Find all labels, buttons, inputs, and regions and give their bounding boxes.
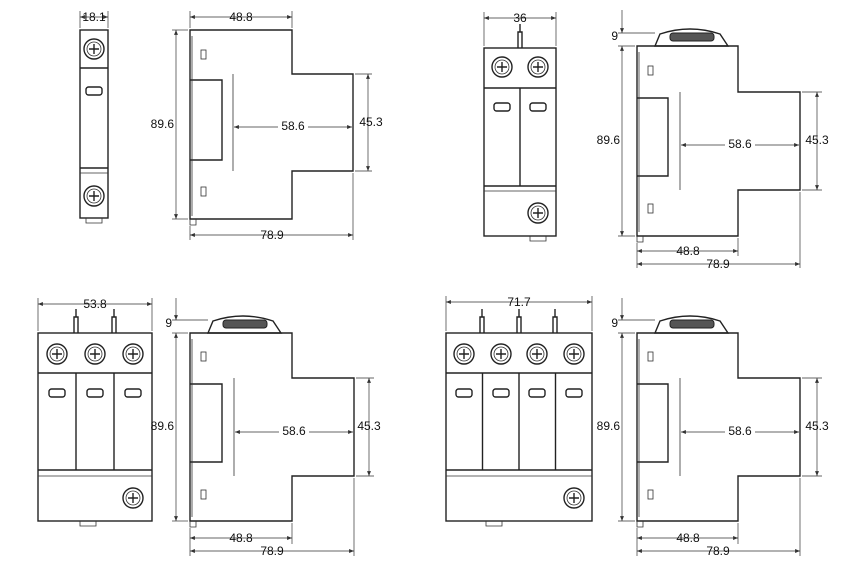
dim-depth-4p: 78.9 xyxy=(706,544,730,558)
dim-grip-2p: 9 xyxy=(611,29,618,43)
dim-width-2p: 36 xyxy=(513,11,527,25)
dim-front-height-2p: 45.3 xyxy=(805,133,829,147)
side-view-4p: 9 89.6 58.6 45.3 48.8 78.9 xyxy=(597,298,829,558)
dim-depth-3p: 78.9 xyxy=(260,544,284,558)
front-view-4p: 71.7 xyxy=(445,295,593,527)
dim-body-width-1p: 48.8 xyxy=(229,10,253,24)
dim-depth-2p: 78.9 xyxy=(706,257,730,271)
dim-front-depth-3p: 58.6 xyxy=(282,424,306,438)
side-view-3p: 9 89.6 58.6 45.3 48.8 78.9 xyxy=(151,298,381,558)
dim-height-1p: 89.6 xyxy=(151,117,175,131)
front-view-3p: 53.8 xyxy=(37,297,153,527)
side-view-2p: 9 89.6 58.6 45.3 48.8 78.9 xyxy=(597,10,829,271)
dim-body-width-4p: 48.8 xyxy=(676,531,700,545)
dim-front-height-3p: 45.3 xyxy=(357,419,381,433)
dim-width-3p: 53.8 xyxy=(83,297,107,311)
dim-body-width-3p: 48.8 xyxy=(229,531,253,545)
dim-width-4p: 71.7 xyxy=(507,295,531,309)
dim-front-depth-1p: 58.6 xyxy=(281,119,305,133)
front-view-2p: 36 xyxy=(483,11,557,242)
dim-grip-3p: 9 xyxy=(165,316,172,330)
dim-width-1p: 18.1 xyxy=(82,10,106,24)
side-view-1p: 48.8 89.6 58.6 45.3 78.9 xyxy=(151,10,383,242)
dim-front-height-4p: 45.3 xyxy=(805,419,829,433)
dim-front-depth-4p: 58.6 xyxy=(728,424,752,438)
dim-grip-4p: 9 xyxy=(611,316,618,330)
dim-height-3p: 89.6 xyxy=(151,419,175,433)
dim-body-width-2p: 48.8 xyxy=(676,244,700,258)
dim-front-depth-2p: 58.6 xyxy=(728,137,752,151)
dim-height-4p: 89.6 xyxy=(597,419,621,433)
dim-front-height-1p: 45.3 xyxy=(359,115,383,129)
dim-depth-1p: 78.9 xyxy=(260,228,284,242)
dim-height-2p: 89.6 xyxy=(597,133,621,147)
front-view-1p: 18.1 xyxy=(79,10,109,224)
